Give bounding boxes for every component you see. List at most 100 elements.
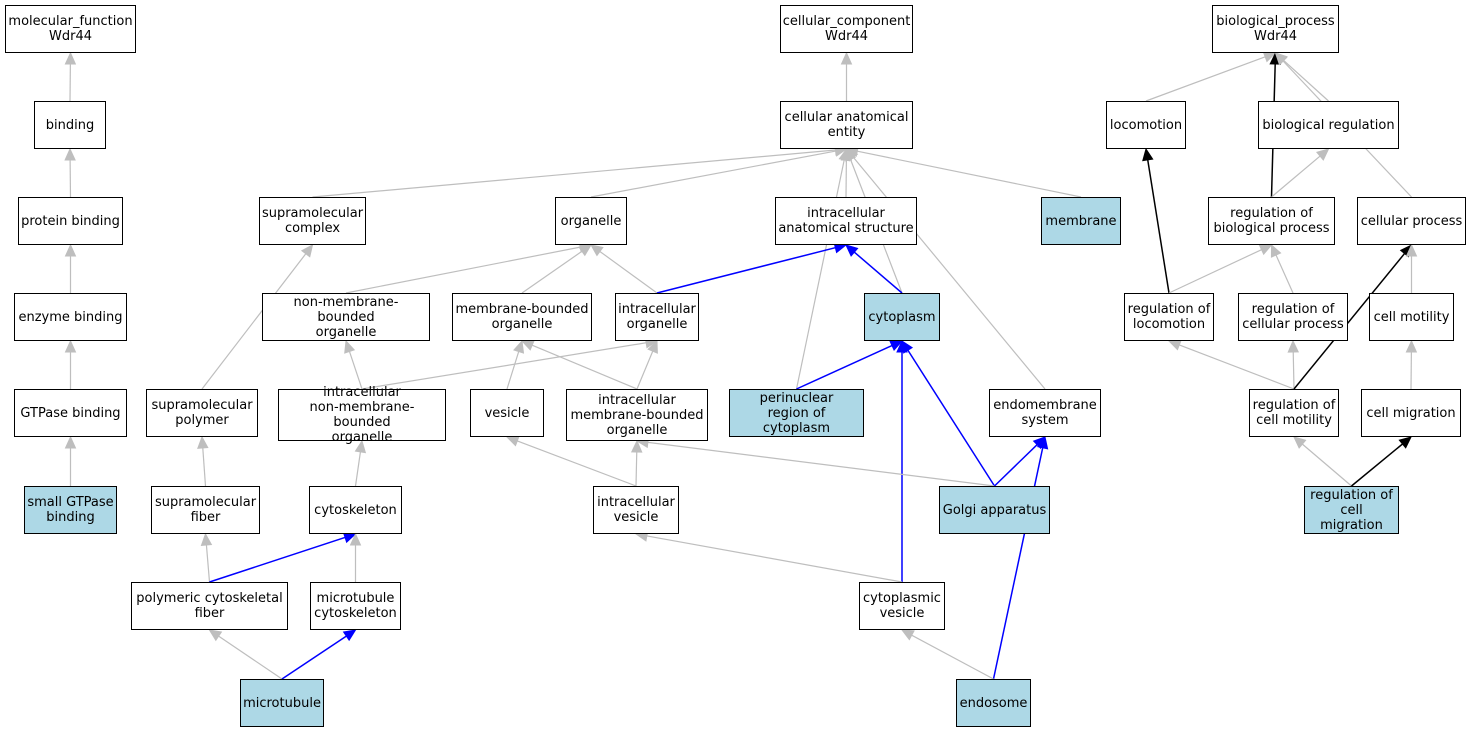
edge-rcm-to-rloc bbox=[1179, 344, 1295, 390]
edge-mt-to-mtcs bbox=[281, 635, 347, 680]
node-microtubule-cytoskeleton[interactable]: microtubule cytoskeleton bbox=[310, 582, 401, 630]
edge-io-to-org bbox=[599, 250, 658, 294]
edge-cv-to-iv bbox=[646, 535, 903, 583]
node-intracellular-organelle[interactable]: intracellular organelle bbox=[615, 293, 699, 341]
node-regulation-of-cellular-process[interactable]: regulation of cellular process bbox=[1238, 293, 1348, 341]
edge-mbo-to-org bbox=[521, 250, 583, 294]
edge-inmbo-to-nmbo bbox=[348, 351, 363, 390]
node-microtubule[interactable]: microtubule bbox=[240, 679, 324, 727]
node-regulation-of-biological-process[interactable]: regulation of biological process bbox=[1208, 197, 1335, 245]
node-regulation-of-cell-migration[interactable]: regulation of cell migration bbox=[1304, 486, 1399, 534]
edge-golgi-to-imbo bbox=[647, 441, 995, 487]
node-organelle[interactable]: organelle bbox=[555, 197, 627, 245]
edge-arrowhead-smf-to-smp bbox=[197, 435, 209, 449]
node-vesicle[interactable]: vesicle bbox=[470, 389, 544, 437]
edge-arrowhead-rcm-to-rcp bbox=[1287, 339, 1300, 353]
edge-smc-to-cae bbox=[312, 149, 836, 198]
node-golgi-apparatus[interactable]: Golgi apparatus bbox=[939, 486, 1050, 534]
node-non-membrane-bounded-organelle[interactable]: non-membrane-bounded organelle bbox=[262, 293, 430, 341]
node-cellular-process[interactable]: cellular process bbox=[1357, 197, 1466, 245]
node-cellular-component[interactable]: cellular_component Wdr44 bbox=[780, 5, 913, 53]
edge-arrowhead-cyto-to-ias bbox=[845, 244, 859, 257]
edge-loco-to-bp bbox=[1145, 56, 1266, 102]
edge-rcmig-to-rcm bbox=[1301, 443, 1352, 487]
edge-arrowhead-ves-to-mbo bbox=[513, 339, 525, 354]
edge-ems-to-cae bbox=[853, 157, 1046, 390]
edge-arrowhead-pbind-to-bind bbox=[64, 147, 76, 161]
edge-csk-to-inmbo bbox=[354, 451, 362, 487]
edge-arrowhead-rloc-to-loco bbox=[1142, 147, 1154, 162]
node-enzyme-binding[interactable]: enzyme binding bbox=[14, 293, 127, 341]
edge-arrowhead-ems-to-cae bbox=[845, 148, 859, 162]
node-cytoplasmic-vesicle[interactable]: cytoplasmic vesicle bbox=[859, 582, 945, 630]
node-regulation-of-locomotion[interactable]: regulation of locomotion bbox=[1124, 293, 1214, 341]
node-binding[interactable]: binding bbox=[34, 101, 106, 149]
node-intracellular-non-membrane-bounded-organelle[interactable]: intracellular non-membrane-bounded organ… bbox=[278, 385, 446, 445]
edge-arrowhead-bind-to-mf bbox=[64, 51, 77, 65]
edge-rloc-to-loco bbox=[1146, 159, 1170, 294]
edge-arrowhead-iv-to-imbo bbox=[630, 439, 643, 453]
node-cellular-anatomical-entity[interactable]: cellular anatomical entity bbox=[780, 101, 913, 149]
edge-iv-to-ves bbox=[517, 440, 637, 487]
node-cell-motility[interactable]: cell motility bbox=[1369, 293, 1454, 341]
node-intracellular-membrane-bounded-organelle[interactable]: intracellular membrane-bounded organelle bbox=[566, 389, 708, 441]
edge-arrowhead-cae-to-cc bbox=[840, 51, 853, 65]
node-molecular-function[interactable]: molecular_function Wdr44 bbox=[5, 5, 136, 53]
node-supramolecular-polymer[interactable]: supramolecular polymer bbox=[146, 389, 258, 437]
edge-arrowhead-imbo-to-io bbox=[647, 339, 658, 354]
node-membrane-bounded-organelle[interactable]: membrane-bounded organelle bbox=[452, 293, 592, 341]
edge-arrowhead-mbo-to-org bbox=[578, 244, 592, 257]
node-membrane[interactable]: membrane bbox=[1041, 197, 1121, 245]
edge-arrowhead-rbp-to-breg bbox=[1315, 148, 1330, 161]
edge-arrowhead-pcf-to-smf bbox=[200, 532, 213, 546]
edge-arrowhead-rcm-to-rloc bbox=[1167, 339, 1182, 351]
node-cytoplasm[interactable]: cytoplasm bbox=[864, 293, 940, 341]
node-endosome[interactable]: endosome bbox=[956, 679, 1031, 727]
edge-smf-to-smp bbox=[202, 447, 207, 487]
node-biological-regulation[interactable]: biological regulation bbox=[1258, 101, 1399, 149]
edge-prc-to-cae bbox=[795, 159, 845, 390]
node-supramolecular-complex[interactable]: supramolecular complex bbox=[259, 197, 366, 245]
node-supramolecular-fiber[interactable]: supramolecular fiber bbox=[151, 486, 260, 534]
node-perinuclear-region-of-cytoplasm[interactable]: perinuclear region of cytoplasm bbox=[729, 389, 864, 437]
node-intracellular-vesicle[interactable]: intracellular vesicle bbox=[593, 486, 679, 534]
edge-arrowhead-endo-to-ems bbox=[1036, 435, 1049, 450]
node-locomotion[interactable]: locomotion bbox=[1106, 101, 1186, 149]
edge-ves-to-mbo bbox=[506, 351, 520, 390]
edge-mt-to-pcf bbox=[218, 635, 283, 680]
edge-pcf-to-csk bbox=[209, 536, 346, 583]
node-small-gtpase-binding[interactable]: small GTPase binding bbox=[24, 486, 117, 534]
edge-arrowhead-ebind-to-pbind bbox=[64, 243, 77, 257]
edge-endo-to-ems bbox=[992, 447, 1044, 680]
edge-smp-to-smc bbox=[201, 253, 307, 390]
edge-io-to-ias bbox=[656, 246, 836, 294]
edge-arrowhead-prc-to-cyto bbox=[889, 340, 904, 352]
node-intracellular-anatomical-structure[interactable]: intracellular anatomical structure bbox=[775, 197, 917, 245]
node-biological-process[interactable]: biological_process Wdr44 bbox=[1212, 5, 1339, 53]
node-endomembrane-system[interactable]: endomembrane system bbox=[989, 389, 1101, 437]
node-cytoskeleton[interactable]: cytoskeleton bbox=[309, 486, 402, 534]
edge-org-to-cae bbox=[590, 150, 836, 198]
edge-arrowhead-rcp-to-rbp bbox=[1270, 243, 1282, 258]
edge-endo-to-cv bbox=[911, 634, 994, 680]
edge-golgi-to-cyto bbox=[907, 349, 996, 487]
edge-arrowhead-cmot-to-cproc bbox=[1405, 243, 1418, 257]
edge-rcmig-to-cmig bbox=[1351, 443, 1403, 487]
edge-arrowhead-sgb-to-gbind bbox=[64, 435, 77, 449]
edge-iv-to-imbo bbox=[635, 451, 638, 487]
node-cell-migration[interactable]: cell migration bbox=[1361, 389, 1461, 437]
node-polymeric-cytoskeletal-fiber[interactable]: polymeric cytoskeletal fiber bbox=[131, 582, 288, 630]
edge-arrowhead-rcmig-to-cmig bbox=[1398, 436, 1412, 449]
edge-arrowhead-imbo-to-mbo bbox=[520, 340, 535, 351]
edge-arrowhead-iv-to-ves bbox=[505, 435, 520, 447]
node-gtpase-binding[interactable]: GTPase binding bbox=[14, 389, 127, 437]
edge-mem-to-cae bbox=[857, 150, 1082, 198]
node-regulation-of-cell-motility[interactable]: regulation of cell motility bbox=[1249, 389, 1339, 437]
edge-arrowhead-rloc-to-rbp bbox=[1258, 244, 1273, 256]
edge-rloc-to-rbp bbox=[1168, 249, 1262, 294]
edge-imbo-to-mbo bbox=[531, 344, 638, 390]
node-protein-binding[interactable]: protein binding bbox=[18, 197, 123, 245]
edge-golgi-to-ems bbox=[993, 444, 1038, 487]
edge-arrowhead-mt-to-mtcs bbox=[342, 629, 357, 642]
edge-arrowhead-cv-to-cyto bbox=[896, 339, 908, 353]
